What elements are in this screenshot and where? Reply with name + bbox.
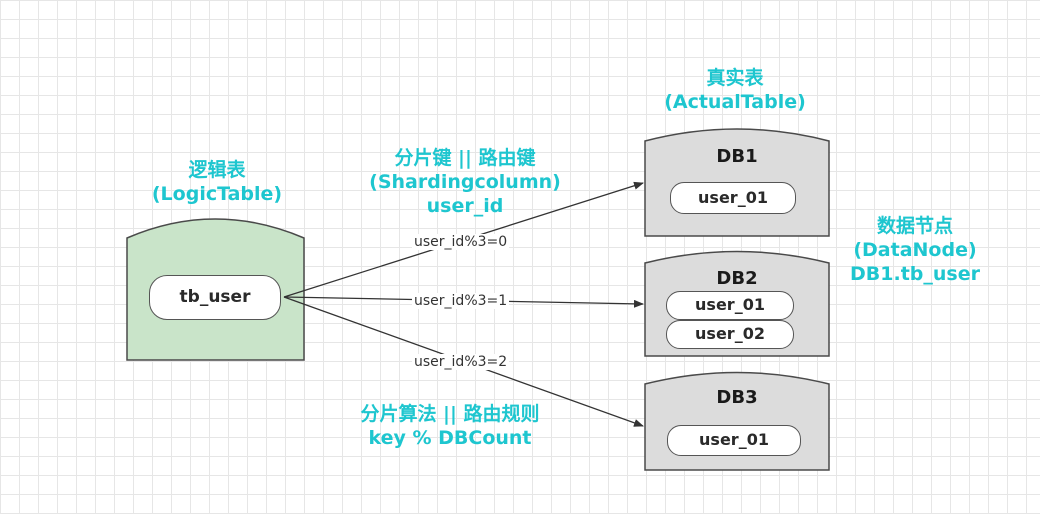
data-node-label: 数据节点 (DataNode) DB1.tb_user: [830, 214, 1000, 286]
db1-node[interactable]: DB1 user_01: [645, 141, 829, 236]
edge-label-db3: user_id%3=2: [412, 354, 510, 370]
db2-node[interactable]: DB2 user_01 user_02: [645, 263, 829, 356]
sharding-column-label: 分片键 || 路由键 (Shardingcolumn) user_id: [350, 146, 580, 218]
algorithm-label: 分片算法 || 路由规则 key % DBCount: [335, 402, 565, 450]
actual-table-title: 真实表 (ActualTable): [640, 66, 830, 114]
algorithm-line1: 分片算法 || 路由规则: [360, 403, 540, 425]
logic-table-title-en: (LogicTable): [151, 183, 283, 205]
logic-table-title: 逻辑表 (LogicTable): [127, 158, 307, 206]
db1-table-user-01[interactable]: user_01: [670, 182, 796, 214]
edge-label-db1: user_id%3=0: [412, 234, 510, 250]
data-node-line2: (DataNode): [853, 239, 977, 261]
sharding-column-line3: user_id: [426, 195, 504, 217]
db3-title: DB3: [716, 387, 758, 408]
sharding-column-line1: 分片键 || 路由键: [394, 147, 536, 169]
db2-title: DB2: [716, 268, 758, 289]
logic-table-title-cn: 逻辑表: [188, 159, 246, 181]
db2-table-user-02[interactable]: user_02: [666, 320, 794, 349]
sharding-column-line2: (Shardingcolumn): [369, 171, 561, 193]
algorithm-line2: key % DBCount: [368, 427, 532, 449]
db1-title: DB1: [716, 146, 758, 167]
db3-node[interactable]: DB3 user_01: [645, 384, 829, 470]
data-node-line3: DB1.tb_user: [850, 263, 980, 285]
data-node-line1: 数据节点: [876, 215, 953, 237]
db2-table-user-01[interactable]: user_01: [666, 291, 794, 320]
actual-table-title-en: (ActualTable): [664, 91, 806, 113]
actual-table-title-cn: 真实表: [706, 67, 764, 89]
db3-table-user-01[interactable]: user_01: [667, 425, 801, 456]
edge-label-db2: user_id%3=1: [412, 293, 510, 309]
tb-user-node[interactable]: tb_user: [149, 275, 281, 320]
